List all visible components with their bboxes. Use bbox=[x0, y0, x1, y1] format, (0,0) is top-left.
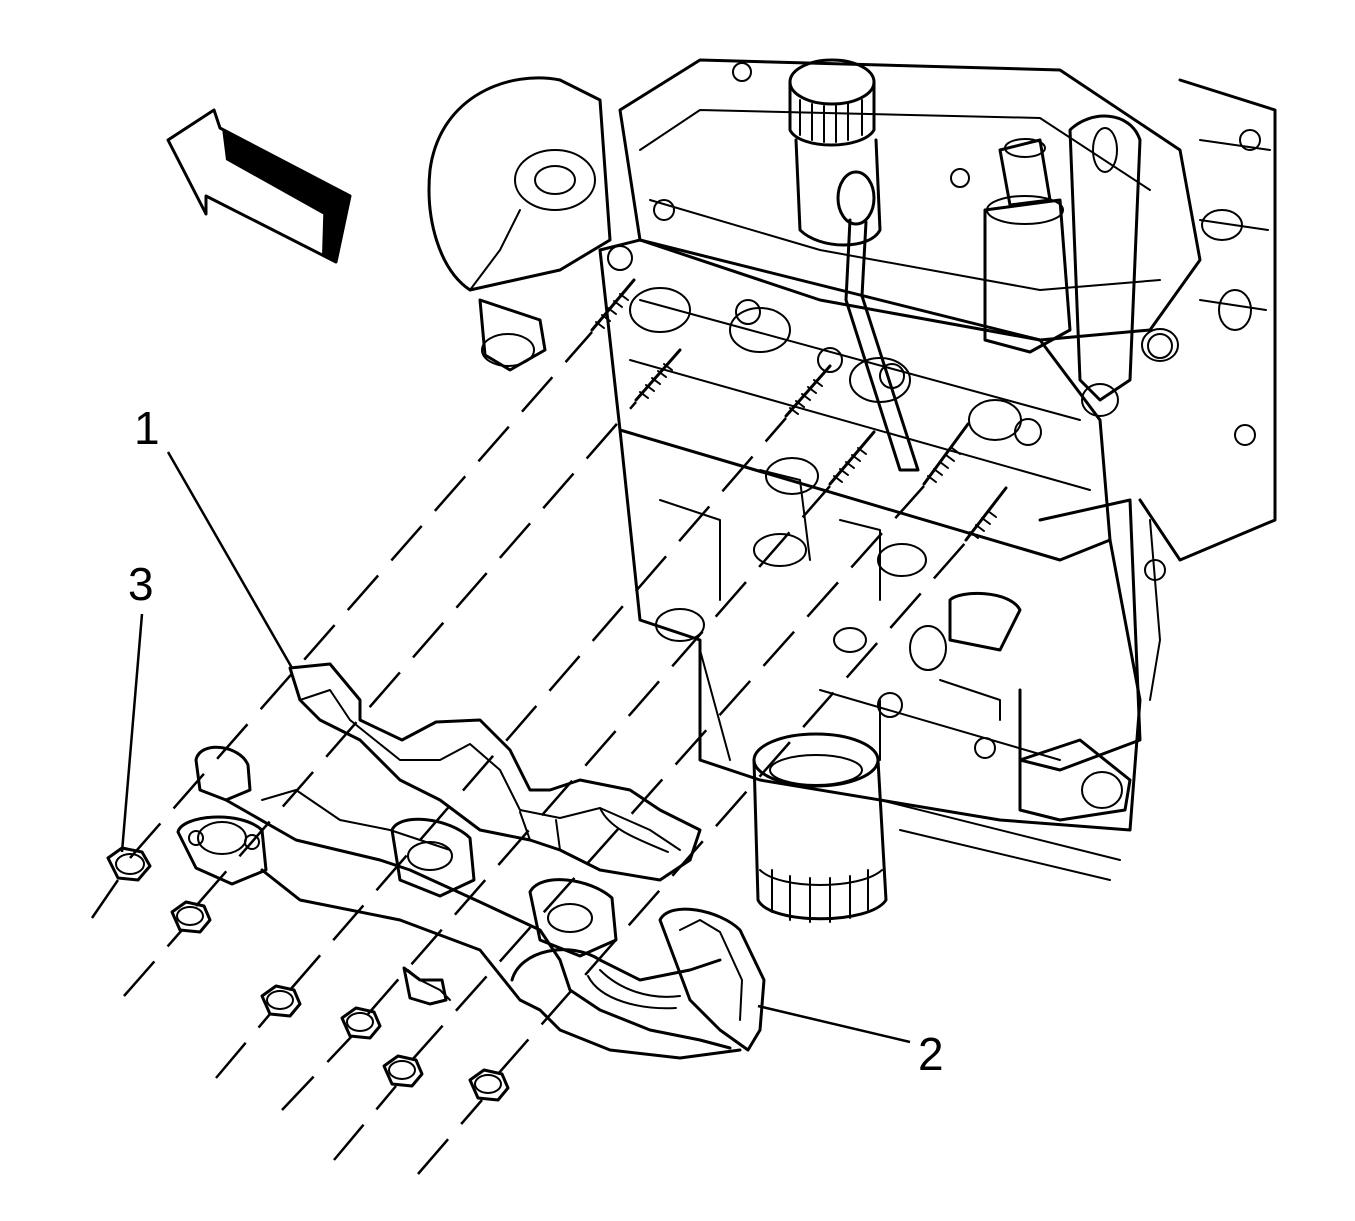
nut-4 bbox=[340, 1006, 382, 1040]
nut-5 bbox=[382, 1054, 424, 1088]
exhaust-manifold bbox=[176, 745, 766, 1060]
nut-1 bbox=[106, 846, 152, 882]
oil-filter bbox=[752, 732, 888, 923]
nut-3 bbox=[260, 984, 302, 1018]
callout-2: 2 bbox=[918, 1028, 944, 1080]
callout-1: 1 bbox=[134, 402, 160, 454]
manifold-stud bbox=[590, 278, 1008, 542]
heat-shield bbox=[288, 662, 702, 882]
head-bolt bbox=[607, 62, 1173, 446]
callout-3: 3 bbox=[128, 558, 154, 610]
nut-2 bbox=[170, 900, 212, 934]
engine-block bbox=[427, 58, 1277, 881]
assembly-alignment-lines bbox=[90, 331, 967, 1175]
front-direction-arrow-icon bbox=[166, 108, 352, 264]
callout-leaders bbox=[120, 451, 911, 1044]
nut-6 bbox=[468, 1068, 510, 1102]
callout-labels: 1 2 3 bbox=[128, 402, 944, 1080]
